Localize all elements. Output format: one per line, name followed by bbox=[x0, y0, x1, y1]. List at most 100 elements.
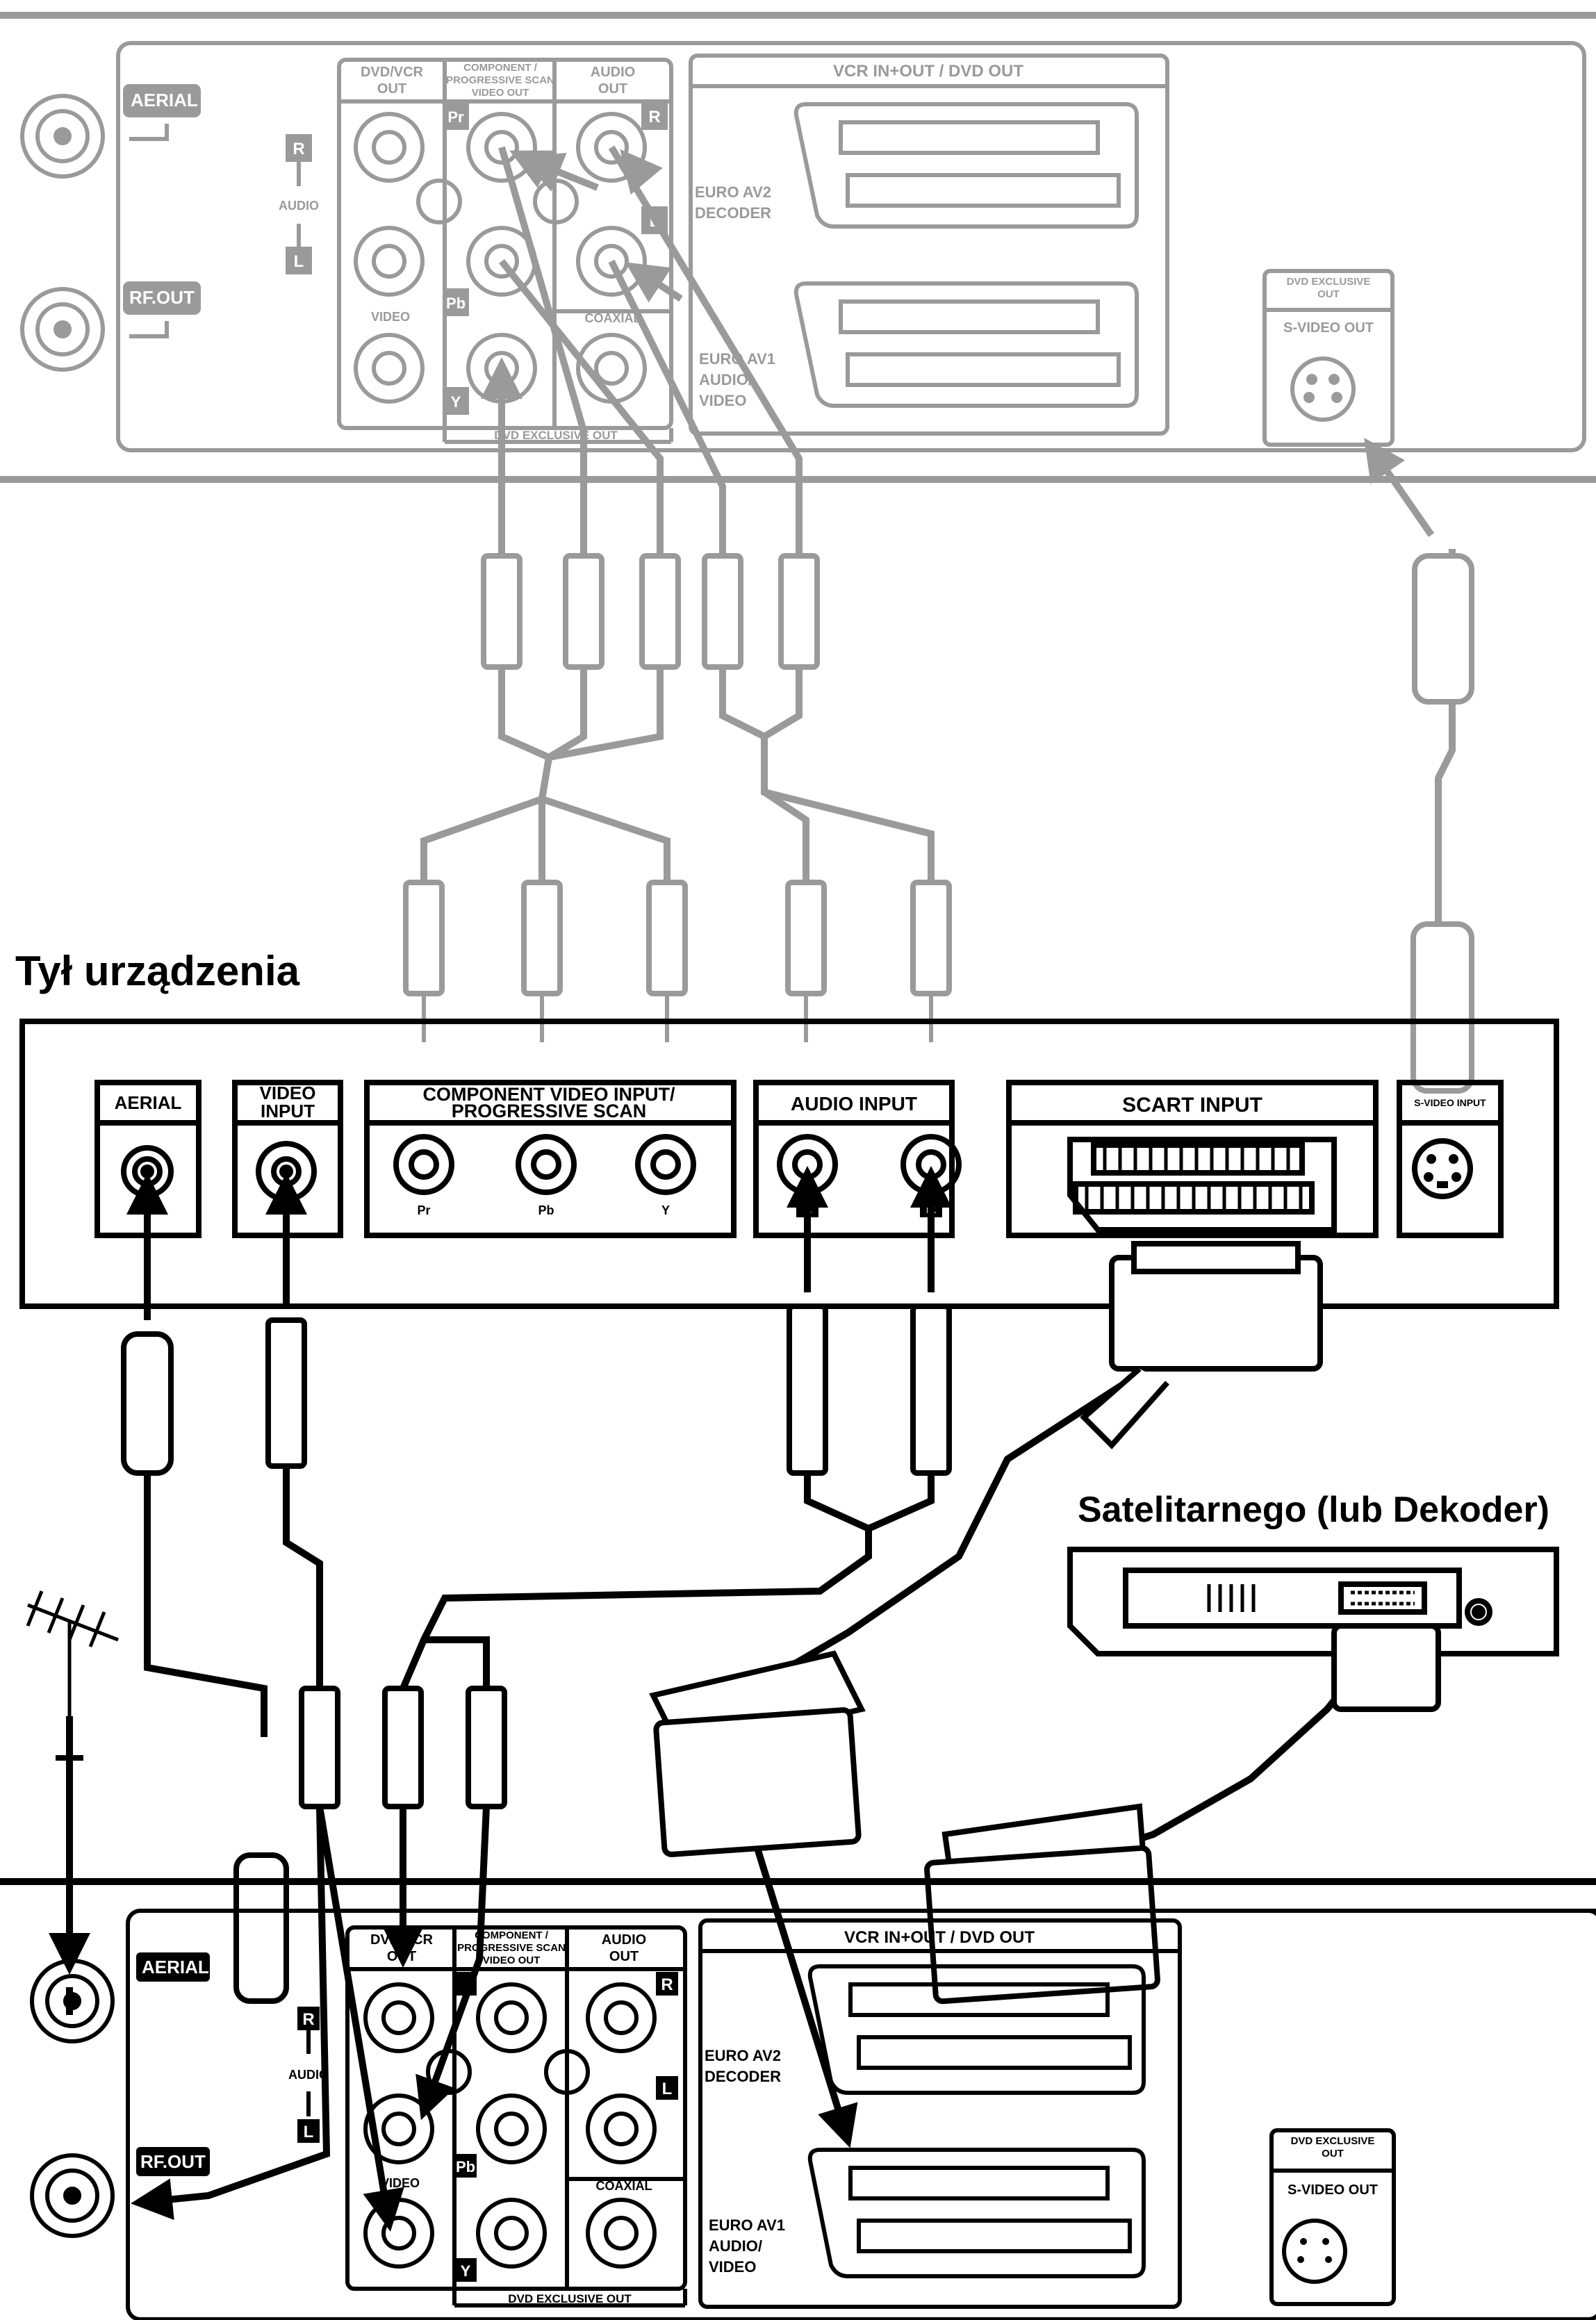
tv-heading: Tył urządzenia bbox=[15, 948, 300, 994]
scart-plugs bbox=[649, 1241, 1441, 2005]
top-rca-jacks bbox=[354, 112, 647, 404]
bottom-euro-av2-label: EURO AV2 bbox=[705, 2047, 781, 2064]
bottom-aerial-jack bbox=[30, 1959, 115, 2043]
top-coaxial-label: COAXIAL bbox=[585, 311, 641, 325]
bottom-rca-jacks bbox=[363, 1982, 657, 2269]
tv-input-label: INPUT bbox=[261, 1101, 315, 1121]
bottom-rfout-jack bbox=[30, 2153, 115, 2238]
black-cables bbox=[49, 1166, 1358, 2232]
tv-svideo-pins bbox=[1424, 1154, 1461, 1188]
tv-scart-input-label: SCART INPUT bbox=[1122, 1094, 1262, 1117]
top-pb-label: Pb bbox=[446, 295, 466, 312]
bottom-video-av1-label: VIDEO bbox=[709, 2258, 756, 2276]
tv-component-section bbox=[364, 1080, 737, 1238]
tv-y-label: Y bbox=[661, 1203, 670, 1217]
black-plugs bbox=[121, 1303, 952, 2004]
bottom-l-right: L bbox=[662, 2080, 673, 2098]
top-svideo-box-label-1: DVD EXCLUSIVE bbox=[1287, 276, 1371, 288]
bottom-euro-av1-label: EURO AV1 bbox=[709, 2216, 785, 2234]
bottom-component-label-1: COMPONENT / bbox=[475, 1930, 549, 1941]
top-svideo-box-label-2: OUT bbox=[1317, 288, 1340, 300]
antenna-icon bbox=[26, 1590, 119, 1761]
top-euro-av2-label: EURO AV2 bbox=[695, 183, 771, 201]
bottom-vcr-in-out-label: VCR IN+OUT / DVD OUT bbox=[844, 1928, 1035, 1947]
top-unit-labels: AERIAL RF.OUT DVD/VCR OUT COMPONENT / PR… bbox=[129, 62, 1374, 442]
bottom-audio-out-label-2: OUT bbox=[609, 1949, 639, 1964]
tv-labels: AERIAL VIDEO INPUT COMPONENT VIDEO INPUT… bbox=[115, 1083, 1487, 1217]
bottom-unit-labels: AERIAL RF.OUT DVD/VCR OUT COMPONENT / PR… bbox=[140, 1928, 1378, 2305]
bottom-audio-slash-label: AUDIO/ bbox=[709, 2237, 762, 2255]
top-l-left: L bbox=[294, 252, 304, 271]
bottom-dvd-exclusive-label: DVD EXCLUSIVE OUT bbox=[508, 2292, 632, 2305]
tv-panel bbox=[19, 1019, 1559, 1309]
bottom-svideo-out-label: S-VIDEO OUT bbox=[1288, 2182, 1378, 2198]
top-r-left: R bbox=[293, 140, 304, 158]
top-video-av1-label: VIDEO bbox=[699, 392, 746, 409]
bottom-svideo-box-label-2: OUT bbox=[1322, 2148, 1344, 2159]
tv-audio-input-label: AUDIO INPUT bbox=[791, 1093, 917, 1114]
top-audio-out-label-2: OUT bbox=[598, 81, 627, 97]
tv-video-input-section bbox=[232, 1080, 343, 1238]
bottom-y-label: Y bbox=[461, 2262, 471, 2280]
top-dvd-vcr-out-label: OUT bbox=[377, 81, 406, 97]
faded-cables bbox=[420, 145, 1456, 924]
top-video-label: VIDEO bbox=[371, 310, 410, 324]
bottom-r-right: R bbox=[661, 1975, 673, 1994]
top-dvd-vcr-label: DVD/VCR bbox=[361, 65, 424, 80]
bottom-euro-av2-scart bbox=[807, 1964, 1146, 2095]
top-component-label-1: COMPONENT / bbox=[463, 62, 538, 74]
bottom-video-label: VIDEO bbox=[381, 2176, 420, 2190]
bottom-audio-label: AUDIO bbox=[288, 2068, 329, 2082]
bottom-r-left: R bbox=[302, 2010, 314, 2029]
top-svideo-jack bbox=[1290, 356, 1356, 422]
bottom-coaxial-label: COAXIAL bbox=[596, 2179, 652, 2193]
top-unit bbox=[0, 12, 1596, 483]
tv-svideo-input-label: S-VIDEO INPUT bbox=[1414, 1097, 1486, 1108]
top-audio-out-label: AUDIO bbox=[591, 65, 635, 80]
satellite-box bbox=[1067, 1547, 1559, 1656]
tv-scart-pins bbox=[1085, 1148, 1303, 1209]
tv-component-label-2: PROGRESSIVE SCAN bbox=[452, 1101, 647, 1121]
top-y-label: Y bbox=[451, 393, 461, 411]
satellite-heading: Satelitarnego (lub Dekoder) bbox=[1078, 1490, 1549, 1530]
bottom-decoder-label: DECODER bbox=[705, 2068, 781, 2085]
top-r-right: R bbox=[648, 108, 660, 126]
tv-pb-label: Pb bbox=[538, 1203, 554, 1217]
rf-out-jack-top bbox=[20, 287, 105, 372]
tv-video-label: VIDEO bbox=[260, 1083, 316, 1103]
top-pr-label: Pr bbox=[447, 108, 464, 126]
top-euro-av1-scart bbox=[793, 281, 1139, 408]
top-decoder-label: DECODER bbox=[695, 204, 771, 222]
top-svideo-out-label: S-VIDEO OUT bbox=[1283, 320, 1374, 336]
bottom-component-label-3: VIDEO OUT bbox=[483, 1955, 541, 1966]
tv-svideo-section bbox=[1397, 1080, 1504, 1238]
bottom-dvd-vcr-out-label: OUT bbox=[387, 1949, 416, 1964]
bottom-component-label-2: PROGRESSIVE SCAN bbox=[457, 1942, 566, 1954]
bottom-audio-out-label: AUDIO bbox=[602, 1932, 646, 1948]
top-aerial-label: AERIAL bbox=[131, 90, 198, 110]
bottom-dvd-vcr-label: DVD/VCR bbox=[370, 1932, 434, 1948]
bottom-unit bbox=[0, 1878, 1596, 2320]
faded-plug-tips bbox=[422, 994, 933, 1042]
aerial-jack-top bbox=[20, 94, 105, 179]
tv-scart-input-section bbox=[1006, 1080, 1379, 1238]
top-vcr-in-out-label: VCR IN+OUT / DVD OUT bbox=[833, 62, 1023, 81]
bottom-euro-av1-scart bbox=[807, 2148, 1146, 2278]
top-euro-av2-scart bbox=[793, 102, 1139, 229]
tv-component-label-1: COMPONENT VIDEO INPUT/ bbox=[422, 1084, 675, 1105]
tv-pr-label: Pr bbox=[417, 1203, 430, 1217]
bottom-svideo-box-label-1: DVD EXCLUSIVE bbox=[1291, 2135, 1375, 2147]
bottom-l-left: L bbox=[304, 2123, 314, 2141]
bottom-aerial-label: AERIAL bbox=[142, 1957, 209, 1977]
bottom-rfout-label: RF.OUT bbox=[140, 2151, 206, 2172]
bottom-svideo-jack bbox=[1282, 2219, 1347, 2284]
top-dvd-exclusive-label: DVD EXCLUSIVE OUT bbox=[494, 429, 618, 442]
tv-aerial-label: AERIAL bbox=[115, 1092, 182, 1113]
top-component-label-2: PROGRESSIVE SCAN bbox=[446, 74, 554, 86]
bottom-badges bbox=[136, 1952, 1332, 2282]
bottom-pb-label: Pb bbox=[456, 2158, 475, 2175]
top-component-label-3: VIDEO OUT bbox=[472, 87, 529, 99]
top-audio-label: AUDIO bbox=[279, 199, 319, 213]
faded-plugs bbox=[403, 553, 1474, 1094]
